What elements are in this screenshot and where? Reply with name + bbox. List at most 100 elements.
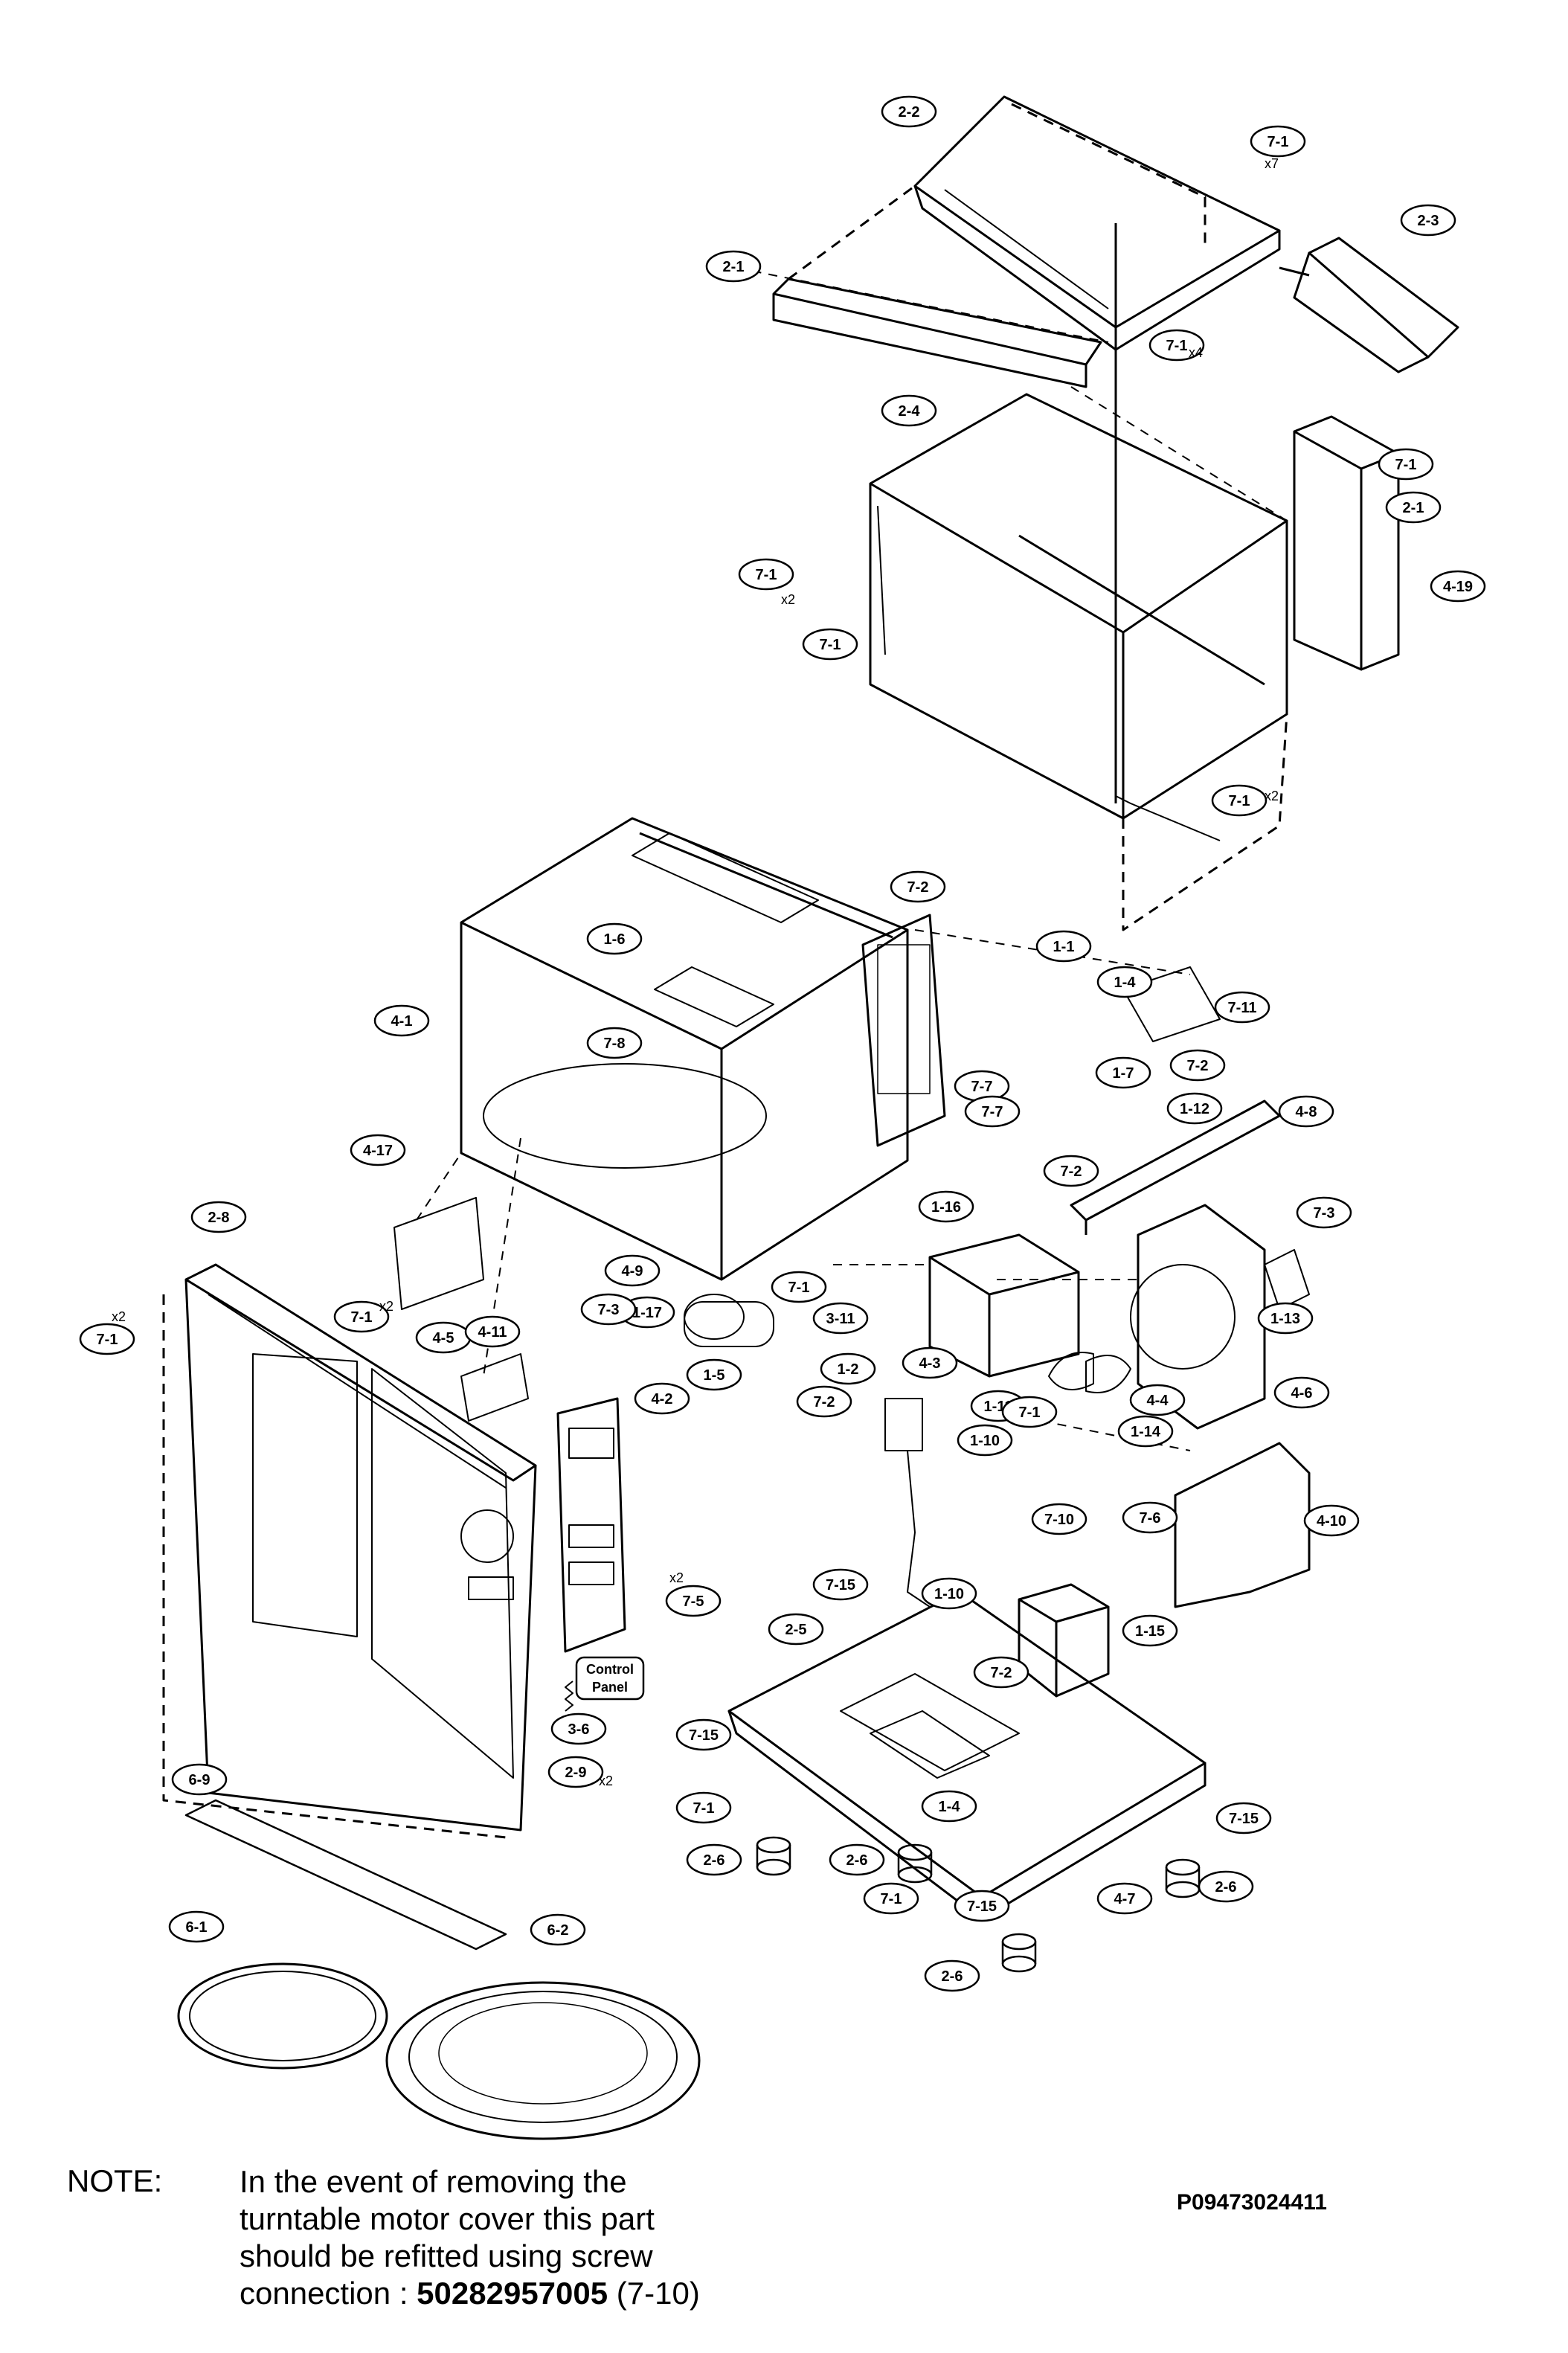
svg-text:7-1: 7-1 xyxy=(1166,338,1188,354)
callout-2-6: 2-6 xyxy=(686,1843,742,1876)
callout-7-15-alt-21: 7-15 xyxy=(954,1890,1010,1922)
callout-2-8: 2-8 xyxy=(190,1201,247,1233)
svg-text:7-1: 7-1 xyxy=(97,1332,118,1348)
callout-7-15: 7-15 xyxy=(812,1568,869,1601)
svg-text:1-4: 1-4 xyxy=(1114,975,1137,991)
svg-text:4-19: 4-19 xyxy=(1443,579,1473,595)
note-line-1: In the event of removing the xyxy=(240,2164,627,2199)
callout-4-6: 4-6 xyxy=(1273,1376,1330,1409)
callout-1-10: 1-10 xyxy=(957,1424,1013,1457)
svg-text:7-5: 7-5 xyxy=(683,1593,704,1610)
svg-text:7-1: 7-1 xyxy=(1267,134,1289,150)
svg-text:7-15: 7-15 xyxy=(1229,1811,1259,1827)
svg-text:Panel: Panel xyxy=(592,1680,628,1695)
svg-text:4-2: 4-2 xyxy=(652,1391,673,1407)
side-strip-part xyxy=(772,184,1102,388)
control-panel-part xyxy=(460,1397,626,1653)
svg-text:7-2: 7-2 xyxy=(1187,1058,1209,1074)
callout-7-2-alt-11: 7-2 xyxy=(1043,1155,1099,1187)
svg-text:2-6: 2-6 xyxy=(846,1852,868,1869)
svg-text:6-1: 6-1 xyxy=(186,1919,208,1936)
svg-text:4-17: 4-17 xyxy=(363,1143,393,1159)
svg-text:1-13: 1-13 xyxy=(1270,1311,1300,1327)
callout-6-9: 6-9 xyxy=(171,1763,228,1796)
callout-1-1: 1-1 xyxy=(1035,930,1092,963)
callout-3-11: 3-11 xyxy=(812,1302,869,1335)
svg-text:4-11: 4-11 xyxy=(478,1324,507,1341)
svg-text:4-5: 4-5 xyxy=(433,1330,454,1346)
callout-1-13: 1-13 xyxy=(1257,1302,1314,1335)
callout-7-1: 7-1 xyxy=(1250,125,1306,158)
callout-7-1-alt-2: 7-1 xyxy=(738,558,794,591)
svg-text:1-12: 1-12 xyxy=(1180,1101,1209,1117)
callout-2-9: 2-9 xyxy=(547,1756,604,1788)
callout-2-5: 2-5 xyxy=(768,1613,824,1646)
callout-2-6-alt-24: 2-6 xyxy=(924,1959,980,1992)
callout-4-7: 4-7 xyxy=(1096,1882,1153,1915)
qty-x4: x4 xyxy=(1189,345,1203,360)
callout-7-1-alt-4: 7-1 xyxy=(1211,784,1267,817)
callout-2-3: 2-3 xyxy=(1400,204,1456,237)
callout-3-6: 3-6 xyxy=(550,1712,607,1745)
callout-1-4: 1-4 xyxy=(1096,966,1153,998)
callout-1-12: 1-12 xyxy=(1166,1092,1223,1125)
svg-text:1-6: 1-6 xyxy=(604,931,626,948)
callout-4-9: 4-9 xyxy=(604,1254,661,1287)
callout-2-4: 2-4 xyxy=(881,394,937,427)
callout-7-15-alt-20: 7-15 xyxy=(1215,1802,1272,1834)
door-frame-part xyxy=(162,1263,537,1839)
qty-x2-f: x2 xyxy=(599,1773,613,1788)
callout-7-1-alt-8: 7-1 xyxy=(1001,1396,1058,1428)
callout-7-1-alt-5: 7-1 xyxy=(771,1271,827,1303)
callout-1-6: 1-6 xyxy=(586,922,643,955)
hv-transformer-part xyxy=(1018,1583,1110,1698)
svg-text:2-6: 2-6 xyxy=(942,1968,963,1985)
rear-bracket-part xyxy=(1279,237,1459,373)
callout-4-5: 4-5 xyxy=(415,1321,472,1354)
svg-text:7-10: 7-10 xyxy=(1044,1512,1074,1528)
svg-text:7-1: 7-1 xyxy=(788,1280,810,1296)
svg-text:7-8: 7-8 xyxy=(604,1036,626,1052)
svg-text:1-7: 1-7 xyxy=(1113,1065,1134,1082)
side-cover-part xyxy=(1174,1442,1311,1608)
callout-7-7-alt-16: 7-7 xyxy=(964,1095,1021,1128)
callout-7-2-alt-13: 7-2 xyxy=(973,1656,1029,1689)
callout-1-2: 1-2 xyxy=(820,1352,876,1385)
callout-4-2: 4-2 xyxy=(634,1382,690,1415)
svg-text:4-9: 4-9 xyxy=(622,1263,643,1280)
callout-2-6-alt-23: 2-6 xyxy=(1198,1870,1254,1903)
door-switch-part xyxy=(884,1398,931,1608)
fan-duct-part xyxy=(1130,1204,1310,1430)
oven-cavity-part xyxy=(460,817,946,1281)
callout-4-10: 4-10 xyxy=(1303,1504,1360,1537)
svg-text:1-4: 1-4 xyxy=(939,1799,961,1815)
callout-4-4: 4-4 xyxy=(1129,1384,1186,1416)
qty-x2-c: x2 xyxy=(112,1309,126,1324)
callout-7-8: 7-8 xyxy=(586,1027,643,1059)
callout-7-2-alt-14: 7-2 xyxy=(1169,1049,1226,1082)
callout-7-1-alt-6: 7-1 xyxy=(79,1323,135,1355)
svg-text:7-3: 7-3 xyxy=(598,1302,620,1318)
side-panel-part xyxy=(1293,415,1400,671)
callout-6-2: 6-2 xyxy=(530,1913,586,1946)
svg-text:7-2: 7-2 xyxy=(907,879,929,896)
svg-text:1-2: 1-2 xyxy=(838,1361,859,1378)
svg-text:7-1: 7-1 xyxy=(693,1800,715,1817)
svg-text:2-8: 2-8 xyxy=(208,1210,230,1226)
callout-1-14: 1-14 xyxy=(1117,1415,1174,1448)
svg-text:1-1: 1-1 xyxy=(1053,939,1075,955)
callout-2-1: 2-1 xyxy=(705,250,762,283)
svg-text:7-3: 7-3 xyxy=(1314,1205,1335,1222)
svg-text:7-1: 7-1 xyxy=(756,567,777,583)
mounting-rail-part xyxy=(1070,1100,1281,1235)
callout-7-1-alt-10: 7-1 xyxy=(863,1882,919,1915)
svg-text:1-5: 1-5 xyxy=(704,1367,725,1384)
svg-text:4-4: 4-4 xyxy=(1147,1393,1169,1409)
feet-parts xyxy=(756,1836,1201,1973)
svg-text:3-11: 3-11 xyxy=(826,1311,855,1327)
callout-4-8: 4-8 xyxy=(1278,1095,1334,1128)
svg-text:2-5: 2-5 xyxy=(785,1622,807,1638)
svg-text:4-10: 4-10 xyxy=(1317,1513,1346,1529)
svg-text:4-7: 4-7 xyxy=(1114,1891,1136,1907)
callout-2-6-alt-22: 2-6 xyxy=(829,1843,885,1876)
